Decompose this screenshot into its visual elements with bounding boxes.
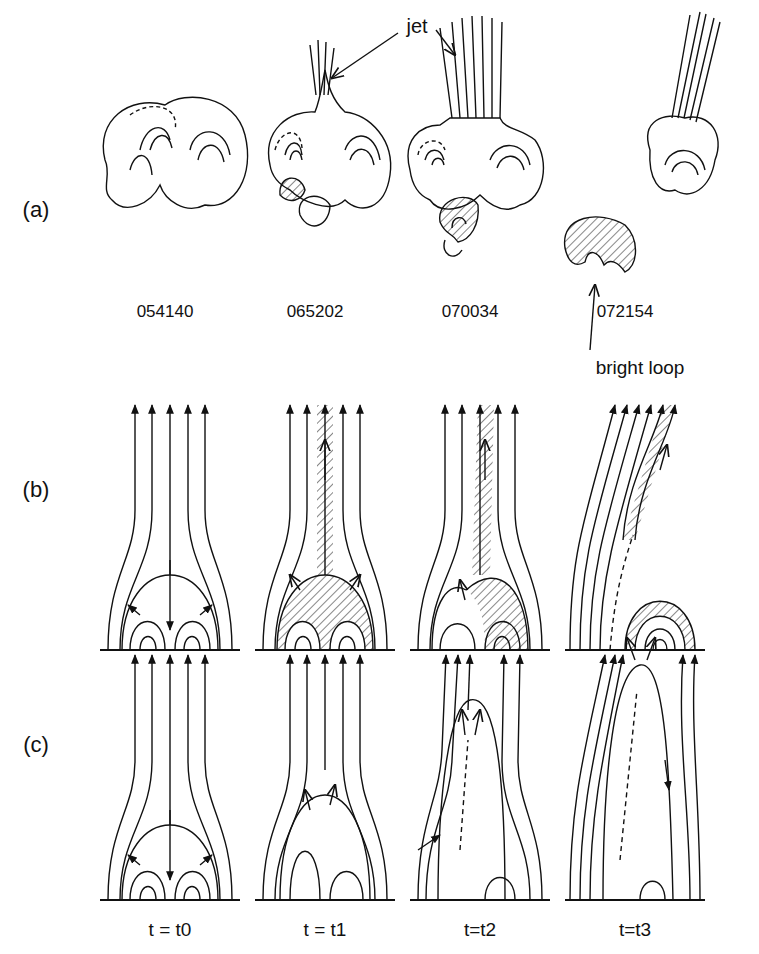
panel-letter: (a) xyxy=(23,198,50,222)
model-b-field-lines xyxy=(100,405,705,650)
bright-loop-label: bright loop xyxy=(596,358,685,379)
time-stamp: 065202 xyxy=(287,303,344,322)
time-stamp: 072154 xyxy=(597,303,654,322)
time-stamp: 070034 xyxy=(442,303,499,322)
jet-label: jet xyxy=(406,15,427,37)
time-label: t=t2 xyxy=(464,920,496,941)
xray-sketches xyxy=(103,12,720,350)
time-label: t=t3 xyxy=(619,920,651,941)
model-c-field-lines xyxy=(100,638,705,900)
time-label: t = t1 xyxy=(304,920,347,941)
time-stamp: 054140 xyxy=(137,303,194,322)
time-label: t = t0 xyxy=(149,920,192,941)
panel-letter: (b) xyxy=(23,478,50,502)
panel-letter: (c) xyxy=(23,733,49,757)
